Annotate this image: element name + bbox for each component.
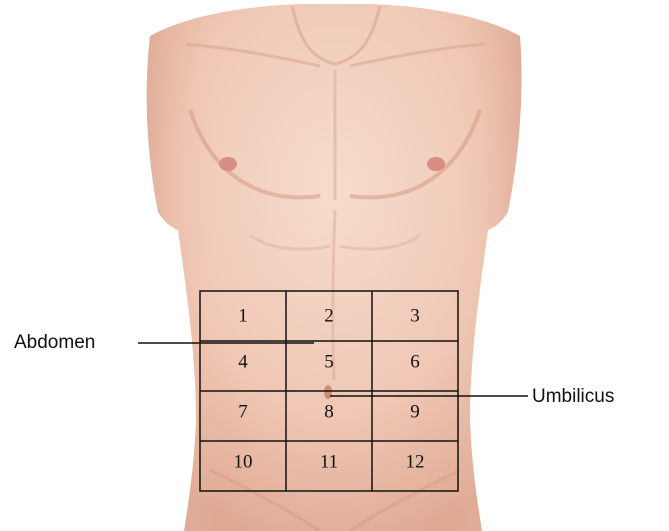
region-1: 1 <box>238 305 248 326</box>
region-2: 2 <box>324 305 334 326</box>
region-5: 5 <box>324 351 334 372</box>
umbilicus-mark <box>324 385 332 399</box>
region-4: 4 <box>238 351 248 372</box>
region-10: 10 <box>234 451 253 472</box>
region-3: 3 <box>410 305 420 326</box>
right-nipple <box>427 157 445 171</box>
region-11: 11 <box>320 451 338 472</box>
region-6: 6 <box>410 351 420 372</box>
umbilicus-label: Umbilicus <box>532 386 614 407</box>
region-7: 7 <box>238 401 248 422</box>
left-nipple <box>219 157 237 171</box>
region-12: 12 <box>406 451 425 472</box>
region-9: 9 <box>410 401 420 422</box>
abdomen-label: Abdomen <box>14 332 95 353</box>
region-8: 8 <box>324 401 334 422</box>
